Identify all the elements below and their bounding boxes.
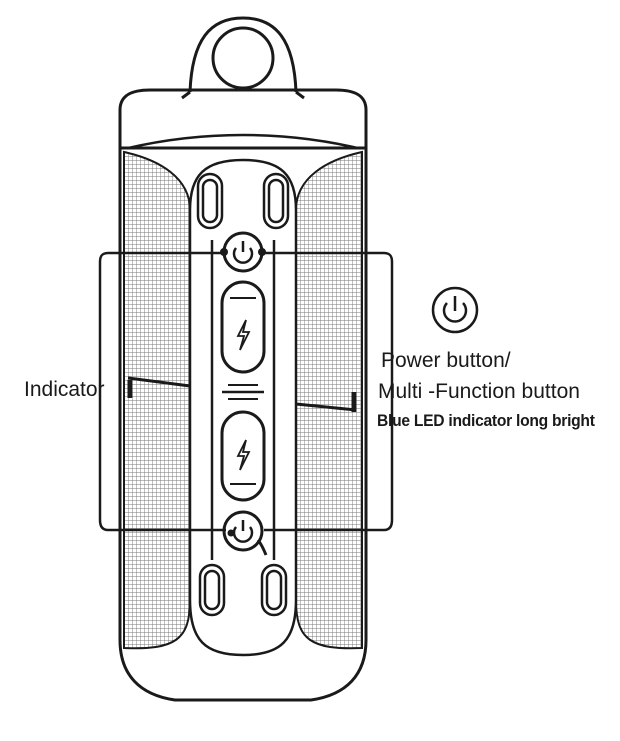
led-status-label: Blue LED indicator long bright (377, 411, 595, 430)
indicator-bars (127, 376, 357, 412)
hanging-loop (181, 16, 305, 100)
upper-rocker-button[interactable] (220, 280, 266, 374)
center-panel (188, 158, 298, 657)
middle-marks (222, 384, 264, 400)
device-power-button-bottom[interactable] (222, 510, 268, 556)
top-cap (118, 88, 368, 152)
lower-rocker-button[interactable] (220, 410, 266, 502)
power-icon (431, 286, 479, 334)
upper-slots (196, 172, 290, 230)
left-grille (123, 150, 192, 650)
callout-frame (98, 251, 394, 532)
indicator-label: Indicator (24, 378, 105, 401)
lower-slots (198, 563, 288, 617)
power-button-label: Power button/ (381, 349, 511, 372)
multi-function-label: Multi -Function button (378, 380, 580, 403)
